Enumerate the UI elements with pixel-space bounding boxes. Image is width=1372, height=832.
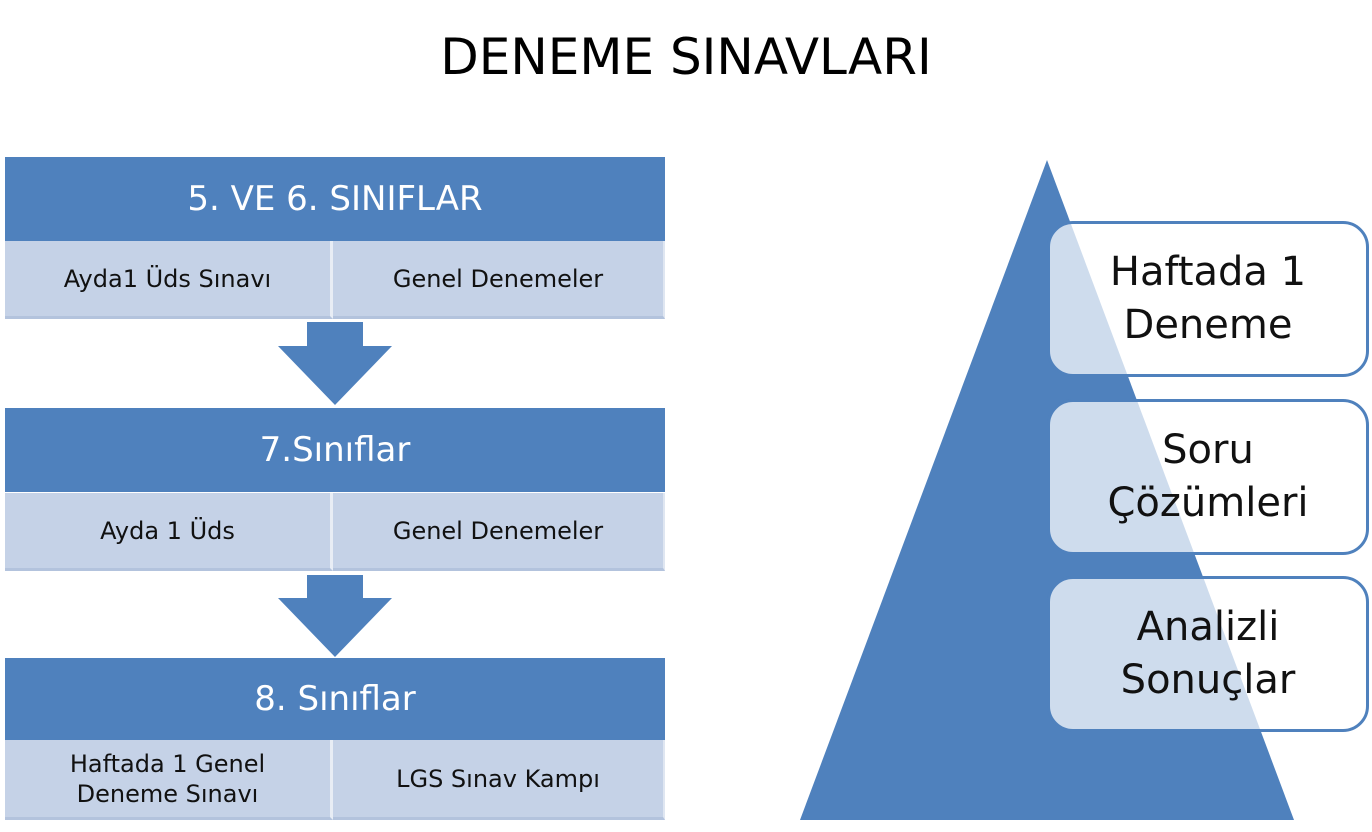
section-item: Genel Denemeler (333, 493, 665, 571)
section-item-label: Ayda 1 Üds (100, 516, 235, 545)
section-item-label: Genel Denemeler (392, 516, 604, 545)
section-item: Haftada 1 Genel Deneme Sınavı (5, 740, 333, 820)
pyramid-box-label: Soru Çözümleri (1107, 427, 1309, 526)
section-item: Ayda1 Üds Sınavı (5, 241, 333, 319)
pyramid-box-solutions: Soru Çözümleri (1047, 399, 1369, 555)
pyramid-box-label: Haftada 1 Deneme (1109, 249, 1307, 348)
section-item: LGS Sınav Kampı (333, 740, 665, 820)
page-title: DENEME SINAVLARI (440, 28, 932, 86)
section-item-label: Genel Denemeler (392, 264, 604, 293)
pyramid-box-analysis: Analizli Sonuçlar (1047, 576, 1369, 732)
section-item-label: LGS Sınav Kampı (396, 764, 600, 793)
down-arrow-1 (278, 322, 392, 405)
section-item-label: Haftada 1 Genel Deneme Sınavı (69, 749, 266, 808)
down-arrow-2 (278, 575, 392, 657)
section-item: Genel Denemeler (333, 241, 665, 319)
section-header-5-6: 5. VE 6. SINIFLAR (5, 157, 665, 241)
section-item: Ayda 1 Üds (5, 493, 333, 571)
section-header-8: 8. Sınıflar (5, 658, 665, 740)
pyramid-box-weekly-exam: Haftada 1 Deneme (1047, 221, 1369, 377)
pyramid-box-label: Analizli Sonuçlar (1120, 604, 1296, 703)
section-item-label: Ayda1 Üds Sınavı (63, 264, 272, 293)
section-header-7: 7.Sınıflar (5, 408, 665, 492)
